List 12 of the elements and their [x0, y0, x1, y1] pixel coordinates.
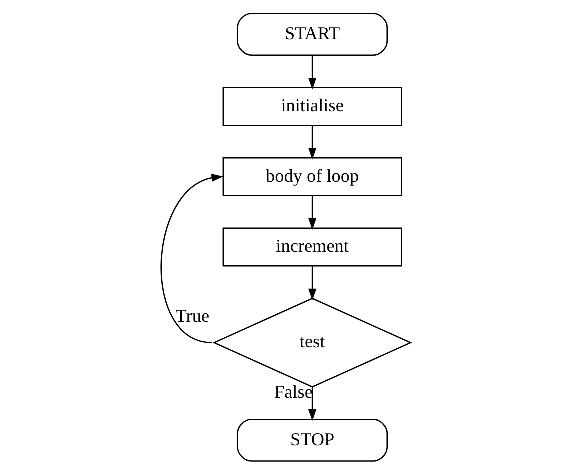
arrow	[308, 387, 316, 422]
node-box: initialise	[222, 87, 402, 126]
arrow	[308, 266, 316, 301]
arrow	[308, 196, 316, 230]
node-box: STOP	[236, 419, 388, 462]
arrow	[160, 174, 223, 344]
arrow	[308, 126, 316, 160]
edge-label: True	[175, 306, 210, 326]
node-box: START	[236, 13, 388, 56]
node-box: body of loop	[222, 157, 402, 197]
node-box: increment	[222, 228, 402, 267]
arrow	[308, 56, 316, 90]
